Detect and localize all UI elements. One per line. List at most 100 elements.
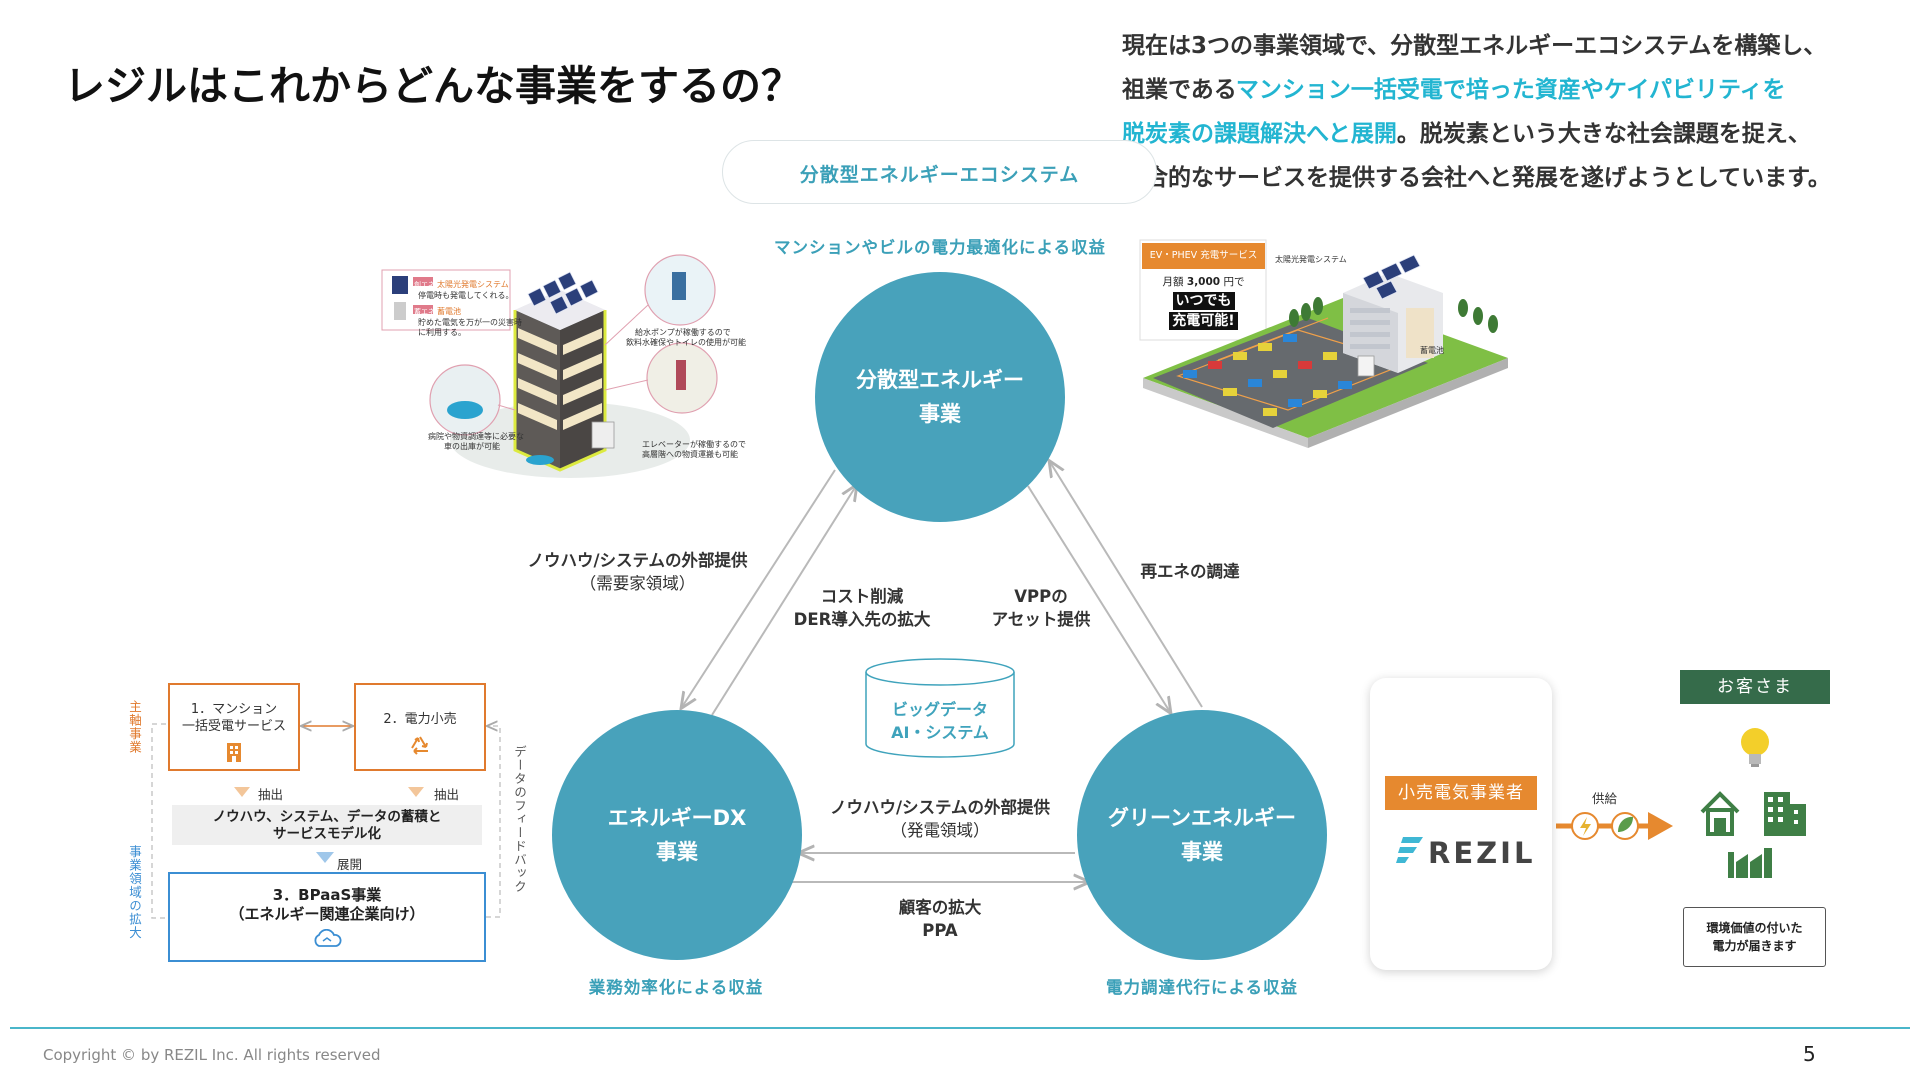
label-customer-1: 顧客の拡大 xyxy=(898,898,982,917)
env-line2: 電力が届きます xyxy=(1712,939,1797,953)
summary-line-2: 祖業であるマンション一括受電で培った資産やケイパビリティを xyxy=(1122,68,1912,112)
extract-triangle-2 xyxy=(408,787,424,797)
note-car-1: 病院や物資調達等に必要な xyxy=(428,432,524,441)
circle-top-line1: 分散型エネルギー xyxy=(856,368,1024,392)
circle-left-line1: エネルギーDX xyxy=(607,806,747,830)
ev-battery-label: 蓄電池 xyxy=(1420,346,1444,355)
ev-big-line1: いつでも xyxy=(1172,292,1235,310)
extract-label-1: 抽出 xyxy=(258,787,284,802)
label-renewable: 再エネの調達 xyxy=(1140,562,1240,581)
box1-line1: 1．マンション xyxy=(190,702,278,717)
arrow-right-to-top xyxy=(1050,462,1203,708)
bigdata-line2: AI・システム xyxy=(891,723,989,742)
note-water-1: 給水ポンプが稼働するので xyxy=(635,328,731,337)
circle-distributed-energy: 分散型エネルギー 事業 xyxy=(815,272,1065,522)
label-cost-2: DER導入先の拡大 xyxy=(793,610,931,629)
tag-battery-text: 蓄電池 xyxy=(437,307,461,316)
summary-line-1: 現在は3つの事業領域で、分散型エネルギーエコシステムを構築し、 xyxy=(1122,33,1827,59)
box2-label: 2．電力小売 xyxy=(383,712,457,727)
ev-parking-illustration xyxy=(1139,239,1508,448)
tag-souene: 創エネ xyxy=(414,281,435,289)
supply-label: 供給 xyxy=(1592,791,1618,806)
dashed-left-bracket xyxy=(151,723,166,919)
label-knowhow-demand-2: （需要家領域） xyxy=(579,574,696,593)
summary-line-3: 脱炭素の課題解決へと展開。脱炭素という大きな社会課題を捉え、 xyxy=(1122,112,1912,156)
copyright-text: Copyright © by REZIL Inc. All rights res… xyxy=(43,1046,381,1064)
side-label-main: 主軸事業 xyxy=(127,700,142,754)
circle-right-line1: グリーンエネルギー xyxy=(1108,806,1296,830)
deploy-label: 展開 xyxy=(337,857,363,872)
note-elevator-2: 高層階への物資運搬も可能 xyxy=(642,450,738,459)
env-value-box: 環境価値の付いた 電力が届きます xyxy=(1683,907,1826,967)
summary-line-4: 総合的なサービスを提供する会社へと発展を遂げようとしています。 xyxy=(1122,165,1831,191)
box3-line1: 3．BPaaS事業 xyxy=(272,886,382,904)
ev-service-tag: EV・PHEV 充電サービス xyxy=(1142,243,1265,269)
building-illustration xyxy=(381,254,718,478)
rezil-logo-icon xyxy=(1396,837,1423,863)
recycle-icon xyxy=(411,736,428,755)
right-circle-caption: 電力調達代行による収益 xyxy=(1105,978,1298,997)
env-line1: 環境価値の付いた xyxy=(1706,921,1803,935)
label-vpp: VPPの アセット提供 xyxy=(966,585,1116,631)
tag-solar-sub: 停電時も発電してくれる。 xyxy=(418,291,514,300)
tag-battery-sub2: に利用する。 xyxy=(418,328,466,337)
ecosystem-label: 分散型エネルギーエコシステム xyxy=(799,164,1080,186)
ev-price-block: 月額 3,000 円で いつでも 充電可能! xyxy=(1142,274,1265,330)
side-label-expand: 事業領域の拡大 xyxy=(127,845,142,940)
label-knowhow-generation: ノウハウ/システムの外部提供 （発電領域） xyxy=(820,796,1060,842)
box3-line2: （エネルギー関連企業向け） xyxy=(229,905,425,923)
circle-right-line2: 事業 xyxy=(1181,840,1223,864)
side-label-feedback: データのフィードバック xyxy=(512,745,527,894)
footer-divider xyxy=(10,1027,1910,1029)
summary-line-2-pre: 祖業である xyxy=(1122,77,1236,103)
ev-price-value: 3,000 xyxy=(1186,276,1221,288)
extract-triangle-1 xyxy=(234,787,250,797)
arrow-top-to-right xyxy=(1027,485,1170,712)
bigdata-line1: ビッグデータ xyxy=(891,700,988,719)
house-icon xyxy=(1700,791,1740,836)
bigdata-label: ビッグデータ AI・システム xyxy=(862,698,1018,744)
box1-line2: 一括受電サービス xyxy=(181,719,286,734)
tag-battery-sub1: 貯めた電気を万が一の災害時 xyxy=(418,318,522,327)
arrow-top-to-left xyxy=(682,469,836,707)
box-retail: 2．電力小売 xyxy=(354,683,486,771)
band-line1: ノウハウ、システム、データの蓄積と xyxy=(212,809,442,825)
extract-label-2: 抽出 xyxy=(434,787,460,802)
tag-chikuene: 蓄エネ xyxy=(414,308,435,316)
label-knowhow-gen-1: ノウハウ/システムの外部提供 xyxy=(829,798,1051,817)
bigdata-cylinder xyxy=(865,658,1015,758)
label-customer-2: PPA xyxy=(922,921,958,940)
circle-green-energy: グリーンエネルギー 事業 xyxy=(1077,710,1327,960)
dashed-right-bracket xyxy=(486,726,501,918)
retailer-card xyxy=(1370,678,1552,970)
top-circle-caption: マンションやビルの電力最適化による収益 xyxy=(773,238,1106,257)
label-vpp-2: アセット提供 xyxy=(991,610,1091,629)
left-circle-caption: 業務効率化による収益 xyxy=(588,978,764,997)
note-elevator-1: エレベーターが稼働するので xyxy=(642,440,746,449)
label-cost-1: コスト削減 xyxy=(820,587,904,606)
retailer-tag: 小売電気事業者 xyxy=(1385,776,1537,810)
arrow-left-to-top xyxy=(711,486,856,716)
cloud-icon xyxy=(314,929,342,947)
ecosystem-pill xyxy=(722,140,1157,204)
light-bulb-icon xyxy=(1741,728,1769,767)
customer-tag: お客さま xyxy=(1680,670,1830,704)
box-bpaas: 3．BPaaS事業 （エネルギー関連企業向け） xyxy=(168,872,486,962)
tag-solar-text: 太陽光発電システム xyxy=(437,280,509,289)
deploy-triangle xyxy=(316,852,334,863)
ev-price-post: 円で xyxy=(1223,276,1245,288)
ev-price-line: 月額 3,000 円で xyxy=(1142,274,1265,290)
building-icon xyxy=(227,743,241,762)
ev-solar-label: 太陽光発電システム xyxy=(1275,255,1347,264)
customer-icons xyxy=(1700,728,1806,878)
summary-text: 現在は3つの事業領域で、分散型エネルギーエコシステムを構築し、 祖業であるマンシ… xyxy=(1122,24,1912,200)
page-title: レジルはこれからどんな事業をするの？ xyxy=(64,62,802,110)
factory-icon xyxy=(1728,848,1772,878)
band-line2: サービスモデル化 xyxy=(273,826,381,842)
page-number: 5 xyxy=(1803,1042,1816,1066)
note-water-2: 飲料水確保やトイレの使用が可能 xyxy=(626,338,746,347)
summary-line-3-post: 。脱炭素という大きな社会課題を捉え、 xyxy=(1396,121,1811,147)
ev-price-pre: 月額 xyxy=(1162,276,1184,288)
